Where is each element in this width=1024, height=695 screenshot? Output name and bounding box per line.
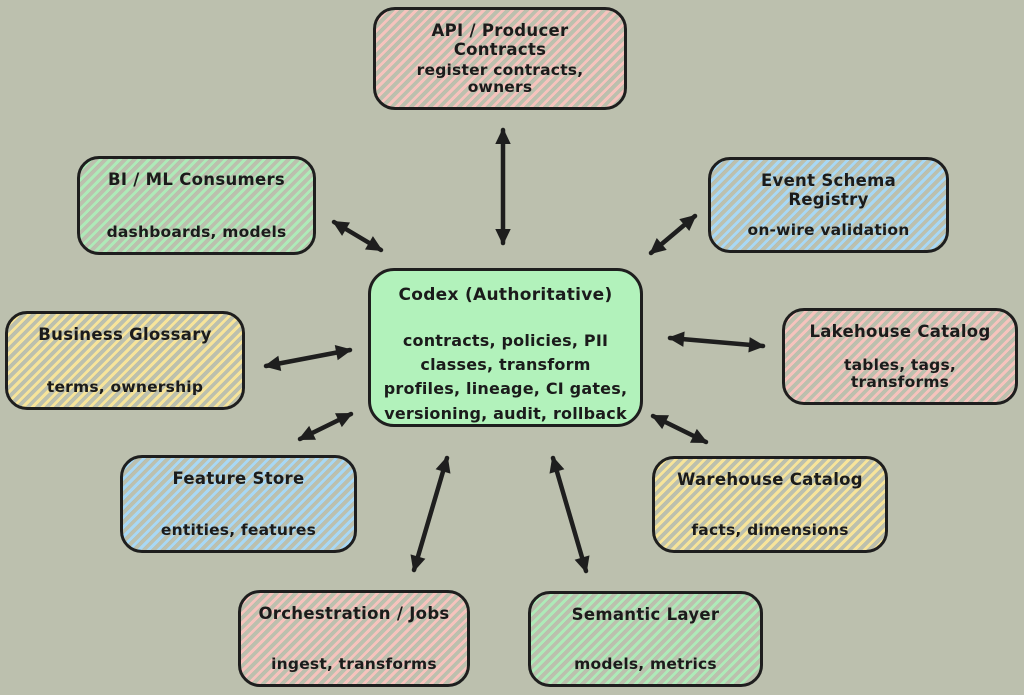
- connector-codex-bi-ml-consumers: [331, 219, 384, 253]
- node-subtitle: entities, features: [160, 520, 317, 539]
- connector-codex-business-glossary: [263, 345, 353, 371]
- node-codex-authoritative: Codex (Authoritative) contracts, policie…: [368, 268, 643, 427]
- node-bi-ml-consumers: BI / ML Consumers dashboards, models: [77, 156, 316, 255]
- node-title: API / Producer Contracts: [431, 21, 569, 59]
- connector-codex-event-schema-registry: [648, 213, 698, 256]
- node-title: Codex (Authoritative): [398, 285, 613, 305]
- node-subtitle: facts, dimensions: [691, 520, 849, 539]
- connector-codex-semantic-layer: [549, 455, 590, 574]
- node-event-schema-registry: Event Schema Registry on-wire validation: [708, 157, 949, 253]
- node-semantic-layer: Semantic Layer models, metrics: [528, 591, 763, 687]
- connector-codex-warehouse-catalog: [650, 413, 709, 445]
- connector-codex-feature-store: [297, 411, 354, 442]
- node-subtitle: tables, tags, transforms: [844, 355, 956, 391]
- node-title: Lakehouse Catalog: [809, 322, 991, 341]
- node-subtitle: register contracts, owners: [416, 60, 584, 96]
- node-title: Orchestration / Jobs: [258, 604, 450, 623]
- node-lakehouse-catalog: Lakehouse Catalog tables, tags, transfor…: [782, 308, 1018, 405]
- node-subtitle: models, metrics: [574, 654, 717, 673]
- node-subtitle: on-wire validation: [747, 220, 910, 239]
- node-api-producer-contracts: API / Producer Contracts register contra…: [373, 7, 627, 110]
- node-warehouse-catalog: Warehouse Catalog facts, dimensions: [652, 456, 888, 553]
- node-title: Business Glossary: [38, 325, 212, 344]
- node-feature-store: Feature Store entities, features: [120, 455, 357, 553]
- node-orchestration-jobs: Orchestration / Jobs ingest, transforms: [238, 590, 470, 687]
- node-title: BI / ML Consumers: [107, 170, 286, 189]
- node-body-text: contracts, policies, PII classes, transf…: [383, 330, 628, 423]
- node-title: Semantic Layer: [571, 605, 720, 624]
- node-subtitle: ingest, transforms: [271, 654, 437, 673]
- node-business-glossary: Business Glossary terms, ownership: [5, 311, 245, 410]
- node-title: Warehouse Catalog: [677, 470, 863, 489]
- node-title: Feature Store: [172, 469, 305, 488]
- connector-codex-orchestration-jobs: [410, 455, 451, 573]
- node-subtitle: dashboards, models: [106, 222, 287, 241]
- node-title: Event Schema Registry: [760, 171, 897, 209]
- node-subtitle: terms, ownership: [46, 377, 204, 396]
- connector-codex-lakehouse-catalog: [667, 331, 766, 353]
